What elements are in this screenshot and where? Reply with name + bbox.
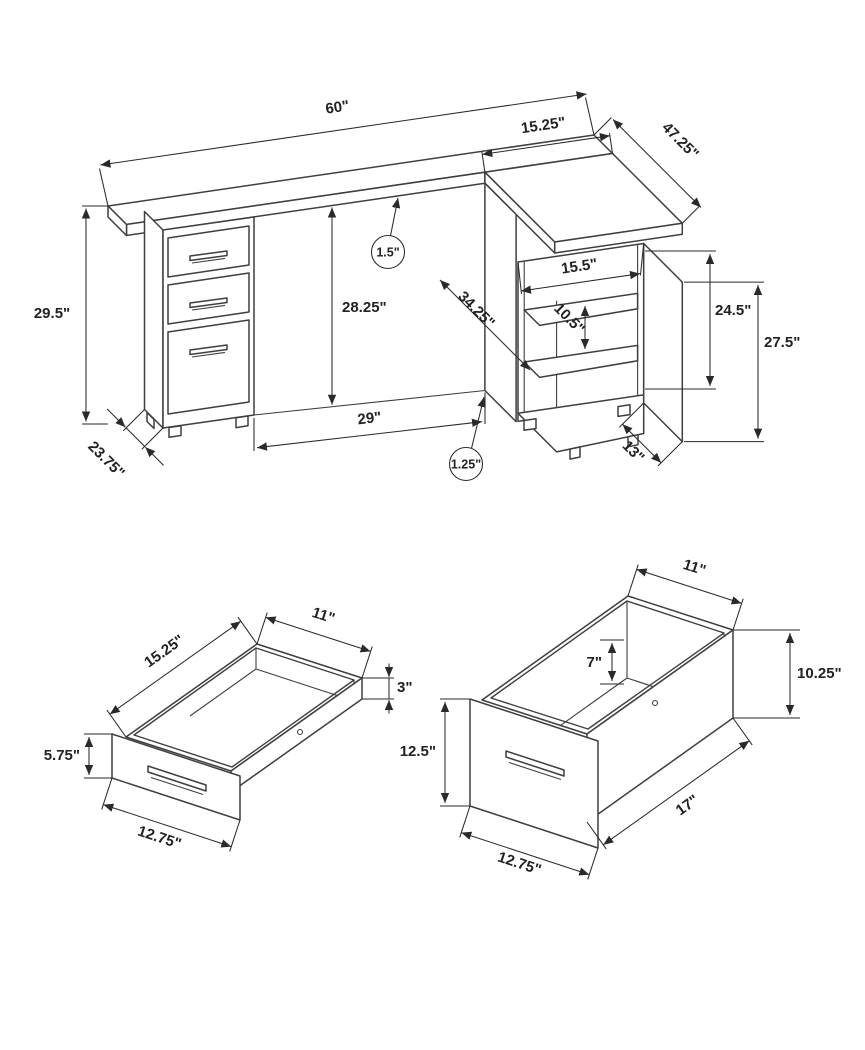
dim-label-small-front-width: 12.75" <box>136 823 184 853</box>
dim-label-file-interior-depth: 7" <box>587 654 602 671</box>
file-drawer-view: 11" 7" 10.25" 12.5" 17" 12.75" <box>400 556 842 880</box>
shelf-unit-foot <box>523 417 537 432</box>
dim-label-knee-space-width: 29" <box>357 409 383 429</box>
dim-file-interior-depth: 7" <box>587 639 624 685</box>
pedestal-foot <box>235 415 249 429</box>
cam-hole <box>296 728 304 736</box>
dim-shelf-unit-width: 15.5" <box>517 243 645 295</box>
dim-knee-clearance-height: 28.25" <box>327 207 387 405</box>
pedestal-drawer-2 <box>167 272 250 325</box>
return-support-panel <box>484 182 517 423</box>
pedestal-foot <box>168 424 182 439</box>
pedestal-foot <box>146 411 155 430</box>
dim-label-file-front-height: 12.5" <box>400 743 436 760</box>
shelf-unit-side <box>642 242 684 443</box>
dim-label-file-box-width: 11" <box>681 556 708 579</box>
drawer-handle <box>189 344 228 356</box>
desk-assembly-view: 60" 47.25" 15.25" 15.5" 29.5" 1.5" <box>34 91 800 482</box>
dim-file-front-height: 12.5" <box>400 698 470 807</box>
dim-label-shelf-unit-width: 15.5" <box>560 256 598 278</box>
dim-label-return-top-width: 15.25" <box>520 114 567 137</box>
dim-label-file-box-height: 10.25" <box>797 665 842 682</box>
dim-label-desktop-length: 60" <box>324 97 350 117</box>
drawer-pedestal <box>143 210 255 439</box>
dim-shelf-interior-height: 24.5" <box>645 250 751 390</box>
callout-desktop-thickness: 1.5" <box>370 197 406 270</box>
cam-hole <box>651 699 659 707</box>
floor-line <box>253 389 486 416</box>
dim-label-file-box-depth: 17" <box>673 792 702 820</box>
dim-label-overall-depth: 47.25" <box>658 119 702 163</box>
pedestal-drawer-3 <box>167 319 250 415</box>
dim-knee-space-width: 29" <box>253 392 486 451</box>
drawer-handle <box>189 250 228 262</box>
dim-small-box-width: 11" <box>256 604 373 679</box>
small-drawer-view: 15.25" 11" 3" 5.75" 12.75" <box>44 604 413 853</box>
dim-desk-height: 29.5" <box>34 205 108 425</box>
callout-panel-thickness: 1.25" <box>448 396 486 482</box>
file-drawer-handle <box>505 750 565 777</box>
dim-shelf-unit-height: 27.5" <box>684 281 800 443</box>
dim-label-shelf-unit-depth: 13" <box>619 437 648 466</box>
dim-label-small-box-depth: 15.25" <box>141 631 187 671</box>
dim-return-top-width: 15.25" <box>481 114 614 173</box>
small-drawer-handle <box>147 765 207 792</box>
dim-label-small-box-height: 3" <box>397 679 412 696</box>
dim-label-shelf-interior-height: 24.5" <box>715 302 751 319</box>
dim-file-box-height: 10.25" <box>733 629 842 719</box>
dim-label-shelf-unit-height: 27.5" <box>764 334 800 351</box>
pedestal-drawer-1 <box>167 225 250 278</box>
dim-desktop-length: 60" <box>98 91 595 207</box>
dim-label-knee-clearance-height: 28.25" <box>342 299 387 316</box>
dim-label-desk-height: 29.5" <box>34 305 70 322</box>
dim-label-panel-thickness: 1.25" <box>451 458 481 472</box>
dim-label-small-front-height: 5.75" <box>44 747 80 764</box>
dim-small-front-height: 5.75" <box>44 733 112 779</box>
dim-file-box-width: 11" <box>627 556 744 631</box>
shelf-unit-foot <box>569 446 581 460</box>
dim-label-desktop-thickness: 1.5" <box>376 246 399 260</box>
shelf-unit <box>517 242 684 460</box>
dim-label-small-box-width: 11" <box>310 604 337 627</box>
drawer-handle <box>189 297 228 309</box>
dim-label-file-front-width: 12.75" <box>496 849 544 879</box>
dim-label-pedestal-depth: 23.75" <box>84 438 128 482</box>
shelf-unit-foot <box>617 404 631 418</box>
dim-small-box-height: 3" <box>362 663 412 714</box>
